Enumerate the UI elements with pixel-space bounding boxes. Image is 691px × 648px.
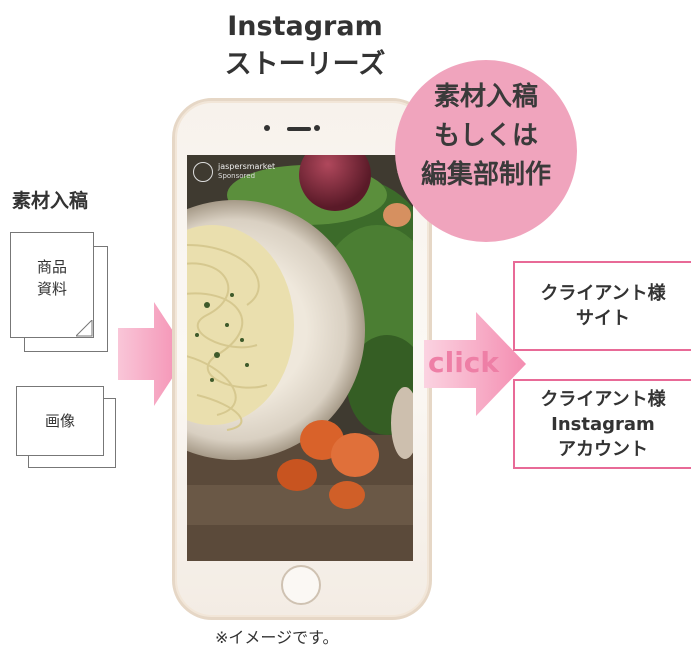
page-curl-icon — [76, 320, 93, 337]
story-screen[interactable] — [187, 155, 413, 561]
speaker-grill — [287, 127, 311, 131]
client-instagram-box: クライアント様 Instagram アカウント — [513, 379, 691, 469]
product-docs-icon: 商品 資料 — [10, 232, 94, 338]
story-sponsored-label: Sponsored — [218, 172, 256, 180]
production-bubble — [395, 60, 577, 242]
dest2-line-2: Instagram — [551, 413, 655, 435]
production-bubble-text: 素材入稿 もしくは 編集部制作 — [395, 78, 577, 195]
dest2-line-1: クライアント様 — [540, 388, 666, 410]
image-files-icon: 画像 — [16, 386, 104, 456]
camera-dot-icon — [264, 125, 270, 131]
bubble-line-2: もしくは — [433, 121, 538, 151]
dest1-line-2: サイト — [576, 308, 630, 329]
diagram-title: Instagram ストーリーズ — [190, 8, 420, 84]
title-line-1: Instagram — [227, 11, 383, 42]
doc1-line-2: 資料 — [36, 280, 67, 298]
dest2-line-3: アカウント — [558, 438, 648, 460]
click-arrow-icon — [424, 312, 526, 416]
client-site-box: クライアント様 サイト — [513, 261, 691, 351]
dest1-line-1: クライアント様 — [540, 283, 666, 304]
account-avatar — [193, 162, 213, 182]
input-arrow-icon — [118, 302, 188, 406]
food-photo — [187, 155, 413, 561]
image-caption: ※イメージです。 — [215, 628, 339, 647]
story-account-name: jaspersmarket — [218, 162, 276, 171]
sensor-dot-icon — [314, 125, 320, 131]
materials-heading: 素材入稿 — [12, 190, 89, 212]
doc1-line-1: 商品 — [36, 258, 67, 276]
doc2-label: 画像 — [44, 412, 75, 430]
bubble-line-3: 編集部制作 — [420, 160, 551, 190]
title-line-2: ストーリーズ — [224, 49, 386, 80]
click-label: click — [428, 346, 500, 379]
home-button[interactable] — [281, 565, 321, 605]
bubble-line-1: 素材入稿 — [433, 82, 538, 112]
